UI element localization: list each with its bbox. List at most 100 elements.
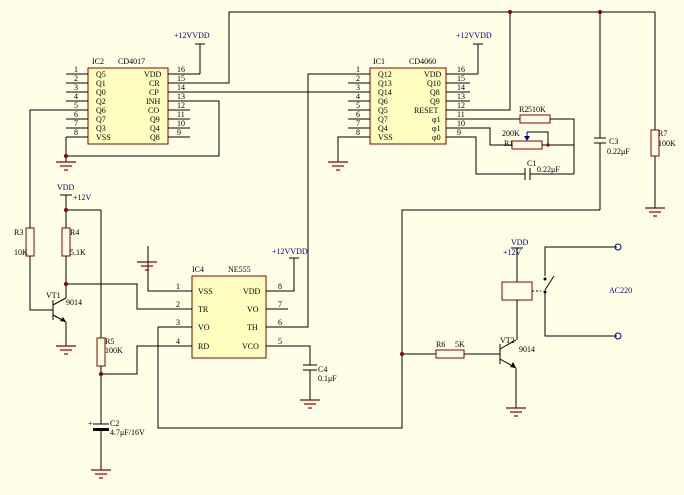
relay-vdd-label: VDD	[511, 238, 529, 247]
ic2-pin-name: Q2	[96, 97, 106, 106]
ic4-pin-name: VSS	[198, 287, 213, 296]
left-vdd-label: VDD	[57, 183, 75, 192]
ic1-pin-num: 9	[457, 128, 461, 137]
ic2-pin-name: CO	[148, 106, 159, 115]
ic1-pin-num: 15	[457, 74, 465, 83]
left-voltage-label: +12V	[73, 193, 92, 202]
ic1-pin-num: 3	[356, 83, 360, 92]
ic2-pin-name: Q1	[96, 79, 106, 88]
ic2-pin-name: Q0	[96, 88, 106, 97]
r3-resistor: R3 10K	[14, 227, 53, 311]
c2-ground-icon	[91, 469, 111, 479]
ic4-pin-name: VCO	[242, 342, 259, 351]
ic4-right-pins: 8 7 6 5 VDD VO TH VCO	[242, 282, 288, 351]
ac-terminal-bottom-icon	[614, 332, 622, 340]
ic4-pin-num: 6	[278, 318, 282, 327]
ic2-pin-name: VDD	[144, 70, 162, 79]
ic1-right-pins: 16 15 14 13 12 11 10 9 VDD Q10 Q8 Q9 RES…	[414, 65, 470, 142]
ic1-pin-name: Q4	[378, 124, 388, 133]
ic1-pin-name: RESET	[414, 106, 439, 115]
ic4-pin-name: VDD	[243, 287, 261, 296]
r2-value: 510K	[528, 105, 546, 114]
ic1-pin-name: φ0	[432, 133, 441, 142]
r6-value: 5K	[455, 340, 465, 349]
ic2-pin-num: 8	[74, 128, 78, 137]
ic4-supply-label: +12VVDD	[272, 247, 308, 256]
ic1-pin-name: φ1	[432, 124, 441, 133]
c3-capacitor: C3 0.22μF	[594, 12, 630, 210]
c4-value: 0.1μF	[318, 374, 337, 383]
ic1-pin-num: 8	[356, 128, 360, 137]
ic2-pin-num: 9	[177, 128, 181, 137]
r4-resistor: R4 5.1K	[61, 227, 86, 298]
ic2-part: CD4017	[118, 57, 145, 66]
c4-ref: C4	[318, 365, 327, 374]
relay-coil	[501, 281, 533, 301]
ic1-pin-num: 10	[457, 119, 465, 128]
ic2-pin-name: INH	[146, 97, 160, 106]
ic2-ref: IC2	[92, 57, 104, 66]
vt2-ground-icon	[506, 407, 526, 417]
ic2-pin-num: 6	[74, 110, 78, 119]
ic4-pin-num: 2	[176, 300, 180, 309]
ic1-body	[369, 67, 447, 145]
r6-ref: R6	[436, 340, 445, 349]
c2-value: 4.7μF/16V	[110, 428, 145, 437]
ic1-pin-name: VDD	[424, 70, 442, 79]
ic4-pin-name: TR	[198, 305, 209, 314]
ac-terminal-top-icon	[614, 243, 622, 251]
ic1-ref: IC1	[373, 57, 385, 66]
ic4-pin-num: 1	[176, 282, 180, 291]
c4-ground-icon	[300, 399, 320, 409]
oscillator-network: R2 510K 200K R1 C1 0.22μF	[470, 105, 575, 180]
ic2-pin-name: Q3	[96, 124, 106, 133]
ic2-pin-name: CP	[149, 88, 159, 97]
vt1-ground-icon	[56, 345, 76, 355]
vt2-ref: VT2	[500, 336, 515, 345]
ic2-supply-label: +12VVDD	[174, 31, 210, 40]
ic2-pin-num: 3	[74, 83, 78, 92]
vt2-emitter-arrow-icon	[510, 362, 516, 368]
ic1-pin-num: 5	[356, 101, 360, 110]
ic4-pin-num: 7	[278, 300, 282, 309]
ic2-pin-num: 14	[177, 83, 185, 92]
ic1-pin-name: VSS	[378, 133, 393, 142]
ic4-ne555: IC4 NE555 1 2 3 4 VSS TR VO RD 8 7 6 5 V…	[137, 246, 337, 409]
ic4-pin-num: 5	[278, 337, 282, 346]
ic2-pin-name: Q4	[150, 124, 160, 133]
ic2-pin-num: 10	[177, 119, 185, 128]
ic1-pin-name: Q10	[427, 79, 441, 88]
ic1-pin-name: φ1	[432, 115, 441, 124]
r6-resistor: R6 5K	[435, 340, 500, 359]
ic4-ground-icon	[137, 246, 157, 271]
ic1-pin-num: 7	[356, 119, 360, 128]
vt1-value: 9014	[66, 298, 82, 307]
ic2-pin-num: 13	[177, 92, 185, 101]
ic4-ref: IC4	[192, 265, 204, 274]
ic1-pin-name: Q6	[378, 97, 388, 106]
ic1-pin-name: Q14	[378, 88, 392, 97]
relay-voltage-label: +12V	[503, 248, 522, 257]
ic1-pin-num: 13	[457, 92, 465, 101]
r7-resistor: R7 100K	[645, 129, 676, 217]
ic1-pin-num: 2	[356, 74, 360, 83]
ic1-pin-num: 4	[356, 92, 360, 101]
ic2-pin-num: 7	[74, 119, 78, 128]
ic4-pin-name: VO	[198, 323, 210, 332]
ic4-part: NE555	[228, 265, 251, 274]
vt1-ref: VT1	[46, 291, 61, 300]
c1-value: 0.22μF	[537, 165, 560, 174]
vt2-value: 9014	[519, 345, 535, 354]
r5-value: 100K	[105, 346, 123, 355]
r7-value: 100K	[658, 139, 676, 148]
ic4-body	[191, 275, 267, 359]
r7-ground-icon	[645, 207, 665, 217]
vt1-emitter-arrow-icon	[60, 317, 66, 322]
r1-ref: R1	[504, 139, 513, 148]
left-supply: VDD +12V	[57, 183, 102, 338]
ic2-cd4017: IC2 CD4017 1 2 3 4 5 6 7 8 Q5 Q1 Q0 Q2 Q…	[66, 31, 210, 145]
ic4-pin-name: TH	[247, 323, 258, 332]
c2-capacitor: + C2 4.7μF/16V	[88, 419, 145, 479]
ic4-pin-name: VO	[247, 305, 259, 314]
